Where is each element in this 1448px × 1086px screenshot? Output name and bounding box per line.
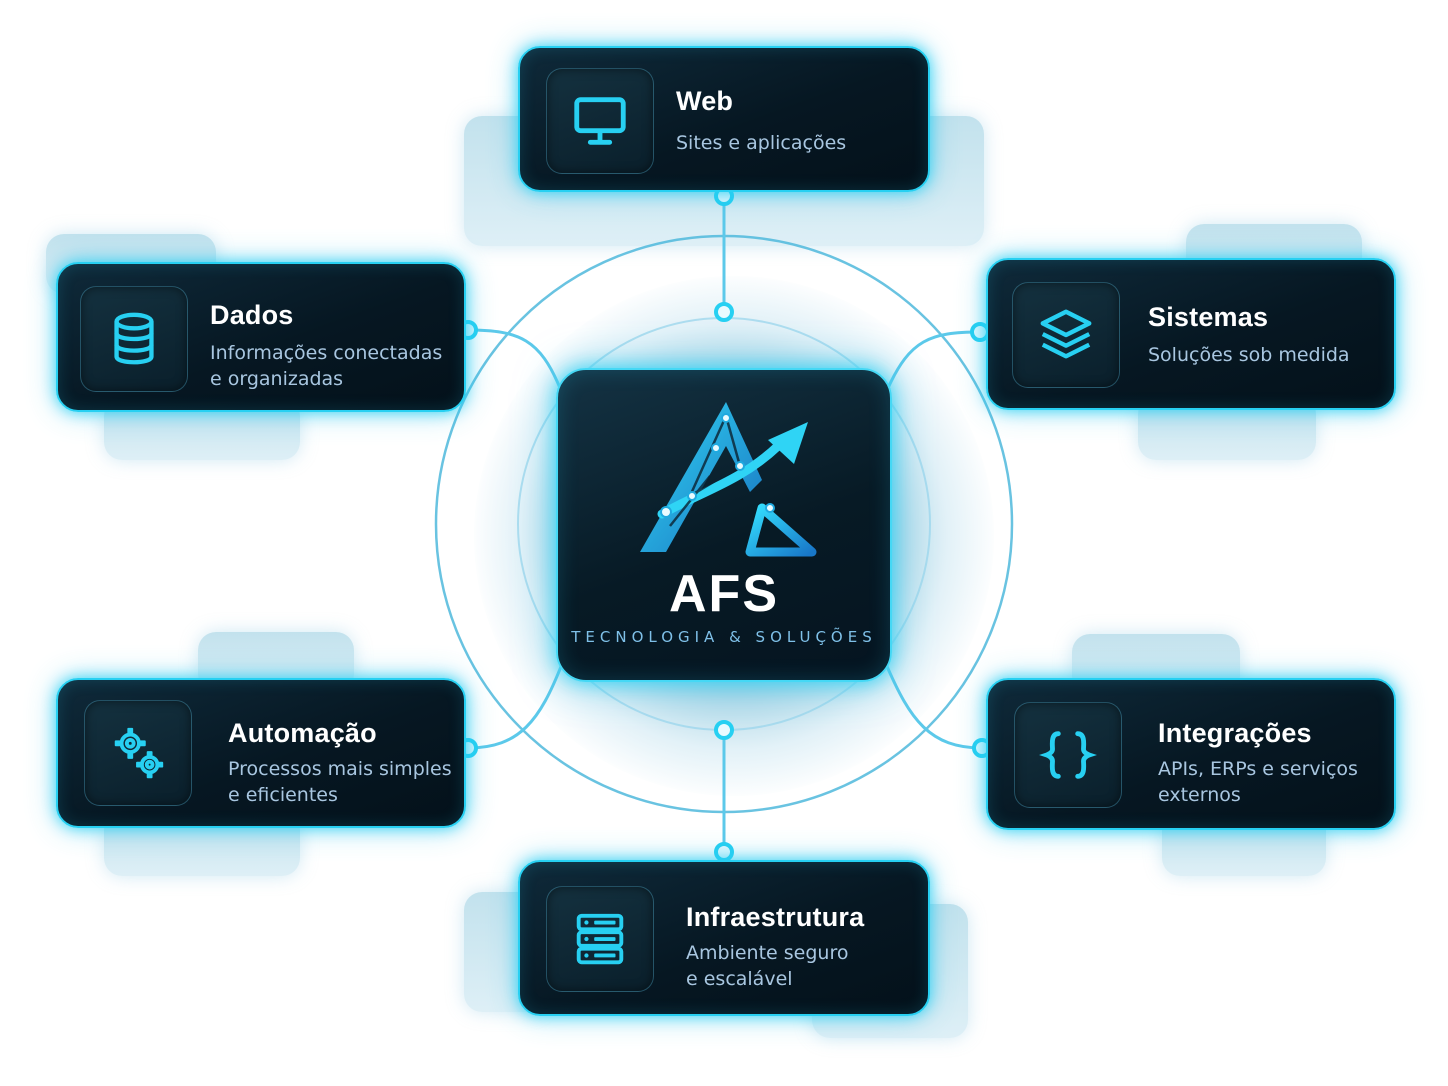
afs-logo-icon xyxy=(640,402,817,557)
node-description: Soluções sob medida xyxy=(1148,344,1350,366)
node-description-line2: e escalável xyxy=(686,968,793,990)
gears-icon xyxy=(114,727,164,779)
node-title: Infraestrutura xyxy=(686,902,865,932)
node-web[interactable]: Web Sites e aplicações xyxy=(518,46,930,192)
node-dados[interactable]: Dados Informações conectadas e organizad… xyxy=(56,262,466,412)
node-description: APIs, ERPs e serviços xyxy=(1158,758,1358,780)
node-automacao[interactable]: Automação Processos mais simples e efici… xyxy=(56,678,466,828)
curly-braces-icon xyxy=(1039,731,1097,779)
automacao-icon-box xyxy=(84,700,192,806)
node-description: Informações conectadas xyxy=(210,342,443,364)
node-integracoes[interactable]: Integrações APIs, ERPs e serviços extern… xyxy=(986,678,1396,830)
node-description: Sites e aplicações xyxy=(676,132,847,154)
node-title: Integrações xyxy=(1158,718,1312,748)
node-sistemas[interactable]: Sistemas Soluções sob medida xyxy=(986,258,1396,410)
web-icon-box xyxy=(546,68,654,174)
node-title: Sistemas xyxy=(1148,302,1269,332)
node-description-line2: externos xyxy=(1158,784,1241,806)
node-description: Processos mais simples xyxy=(228,758,452,780)
sistemas-icon-box xyxy=(1012,282,1120,388)
node-title: Dados xyxy=(210,300,294,330)
layers-icon xyxy=(1040,309,1092,359)
brand-tagline: TECNOLOGIA & SOLUÇÕES xyxy=(571,628,877,646)
node-title: Web xyxy=(676,86,734,116)
integracoes-icon-box xyxy=(1014,702,1122,808)
brand-name: AFS xyxy=(669,565,779,623)
monitor-icon xyxy=(574,97,626,145)
node-infraestrutura[interactable]: Infraestrutura Ambiente seguro e escaláv… xyxy=(518,860,930,1016)
node-description-line2: e eficientes xyxy=(228,784,338,806)
node-title: Automação xyxy=(228,718,377,748)
server-icon xyxy=(576,913,624,965)
node-description: Ambiente seguro xyxy=(686,942,849,964)
node-description-line2: e organizadas xyxy=(210,368,344,390)
dados-icon-box xyxy=(80,286,188,392)
database-icon xyxy=(114,312,154,365)
infraestrutura-icon-box xyxy=(546,886,654,992)
